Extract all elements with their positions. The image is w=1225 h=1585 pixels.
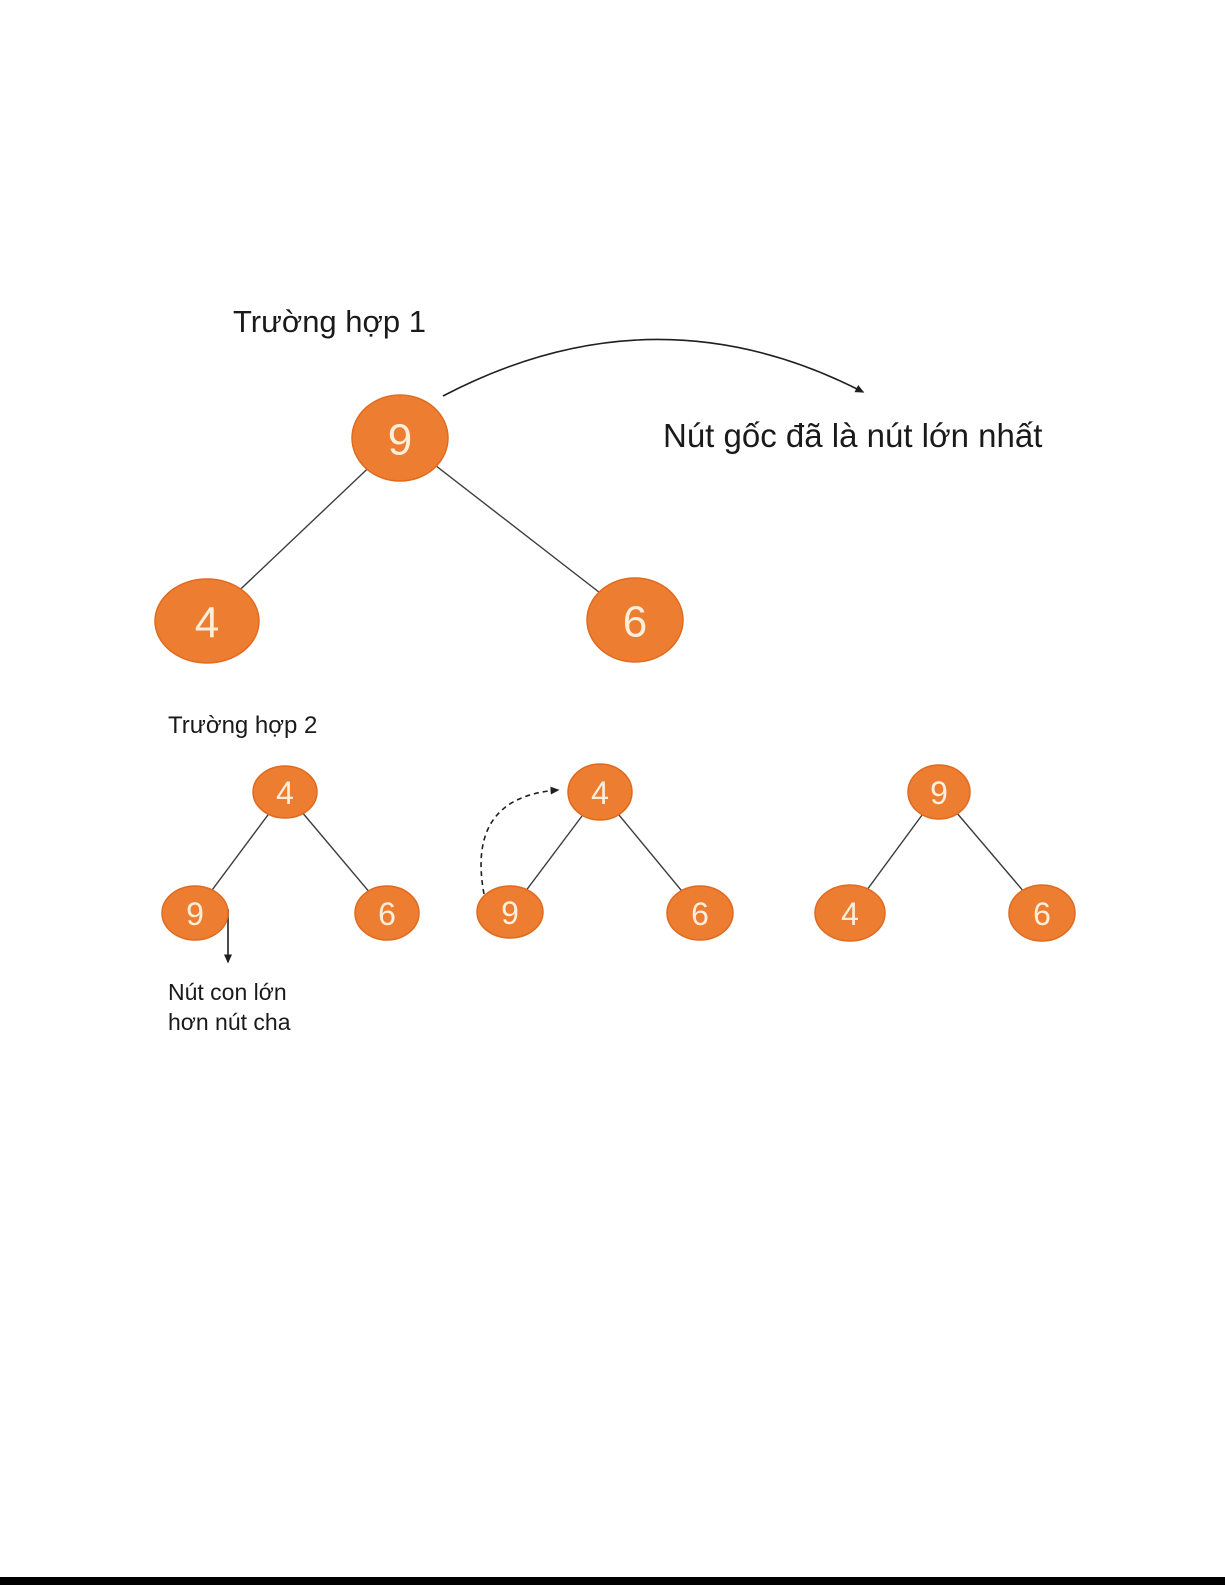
case2-treeC-right-value: 6 [1033, 896, 1051, 932]
case2-treeC-root-node: 9 [907, 764, 971, 820]
case2-treeC-left-value: 4 [841, 896, 859, 932]
case1-left-node: 4 [154, 578, 260, 664]
case2-treeC-left-shape [814, 884, 886, 942]
case2-treeC-root-value: 9 [930, 775, 948, 811]
case2-treeA-right-shape [354, 885, 420, 941]
case1-root-arrow [442, 338, 865, 397]
case1-right-value: 6 [623, 598, 647, 647]
case2-treeB-left-shape [476, 885, 544, 939]
case2-annotation-line1: Nút con lớn [168, 979, 287, 1005]
case2-treeA-left-value: 9 [186, 896, 204, 932]
case2-treeB-right-value: 6 [691, 896, 709, 932]
case1-right-shape [586, 577, 684, 663]
case2-treeA-right-value: 6 [378, 896, 396, 932]
case1-left-shape [154, 578, 260, 664]
case1-root-value: 9 [388, 416, 412, 465]
case1-root-node: 9 [351, 394, 449, 482]
case1-edge-right [399, 437, 636, 621]
case2-treeA-root-value: 4 [276, 775, 294, 811]
case2-treeA-left-node: 9 [161, 885, 229, 941]
case2-treeB-root-shape [567, 763, 633, 821]
case1-left-value: 4 [195, 599, 219, 648]
case2-treeC-right-node: 6 [1008, 884, 1076, 942]
case2-title: Trường hợp 2 [168, 712, 317, 739]
case2-treeA-left-shape [161, 885, 229, 941]
case1-title: Trường hợp 1 [233, 304, 426, 339]
case2-treeC-root-shape [907, 764, 971, 820]
case2-treeA-root-node: 4 [252, 765, 318, 819]
case2-treeC-left-node: 4 [814, 884, 886, 942]
case1-annotation: Nút gốc đã là nút lớn nhất [663, 417, 1042, 454]
case2-treeB-root-node: 4 [567, 763, 633, 821]
case2-annotation-line2: hơn nút cha [168, 1009, 291, 1035]
case2-treeA-root-shape [252, 765, 318, 819]
case1-root-shape [351, 394, 449, 482]
case1-right-node: 6 [586, 577, 684, 663]
bottom-border [0, 1577, 1225, 1585]
case2-treeA-right-node: 6 [354, 885, 420, 941]
case2-treeB-right-shape [666, 885, 734, 941]
case2-swap-arrow [480, 786, 560, 895]
case2-treeB-right-node: 6 [666, 885, 734, 941]
case2-treeC-right-shape [1008, 884, 1076, 942]
case2-treeB-left-value: 9 [501, 895, 519, 931]
case2-treeB-root-value: 4 [591, 775, 609, 811]
case2-treeB-left-node: 9 [476, 885, 544, 939]
